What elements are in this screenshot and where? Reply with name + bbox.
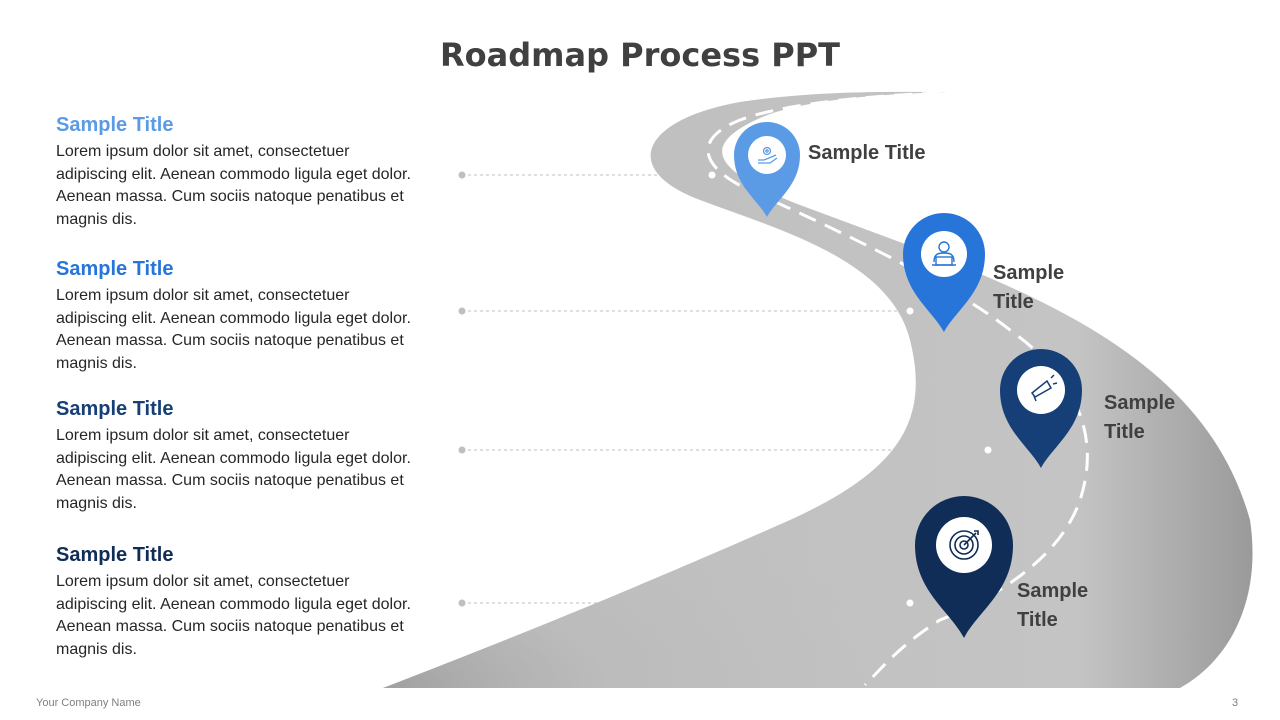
footer-company-name: Your Company Name	[36, 697, 141, 709]
pin-step-2	[903, 212, 985, 332]
step-4-body: Lorem ipsum dolor sit amet, consectetuer…	[56, 573, 411, 658]
target-icon	[949, 530, 979, 560]
step-1-body: Lorem ipsum dolor sit amet, consectetuer…	[56, 143, 411, 228]
pin-step-4	[915, 496, 1013, 638]
step-3-title: Sample Title	[56, 398, 174, 420]
connector-dot	[708, 171, 716, 179]
step-2-body: Lorem ipsum dolor sit amet, consectetuer…	[56, 287, 411, 372]
step-1-description: Sample Title Lorem ipsum dolor sit amet,…	[56, 114, 416, 231]
connector-dot	[458, 171, 466, 179]
pin-step-3	[1000, 348, 1082, 468]
footer-page-number: 3	[1232, 697, 1239, 709]
pin-label-4: Sample Title	[1017, 580, 1089, 631]
connector-dot	[458, 446, 466, 454]
step-2-description: Sample Title Lorem ipsum dolor sit amet,…	[56, 258, 416, 375]
slide-title: Roadmap Process PPT	[440, 36, 840, 74]
step-3-body: Lorem ipsum dolor sit amet, consectetuer…	[56, 427, 411, 512]
connector-dot	[984, 446, 992, 454]
step-4-title: Sample Title	[56, 544, 174, 566]
road	[383, 91, 1253, 688]
connector-lines	[462, 174, 988, 604]
hand-gear-icon	[758, 146, 778, 164]
pin-step-1	[734, 122, 800, 217]
megaphone-icon	[1030, 374, 1058, 402]
pin-label-1: Sample Title	[808, 142, 926, 164]
connector-dot	[458, 599, 466, 607]
step-2-title: Sample Title	[56, 258, 174, 280]
pin-label-3: Sample Title	[1104, 392, 1176, 443]
connector-dot	[906, 599, 914, 607]
connector-dot	[458, 307, 466, 315]
connector-dot	[906, 307, 914, 315]
step-1-title: Sample Title	[56, 114, 174, 136]
pin-label-2: Sample Title	[993, 262, 1065, 313]
connector-dots	[458, 171, 992, 607]
step-4-description: Sample Title Lorem ipsum dolor sit amet,…	[56, 544, 416, 661]
person-laptop-icon	[932, 241, 956, 266]
step-3-description: Sample Title Lorem ipsum dolor sit amet,…	[56, 398, 416, 515]
